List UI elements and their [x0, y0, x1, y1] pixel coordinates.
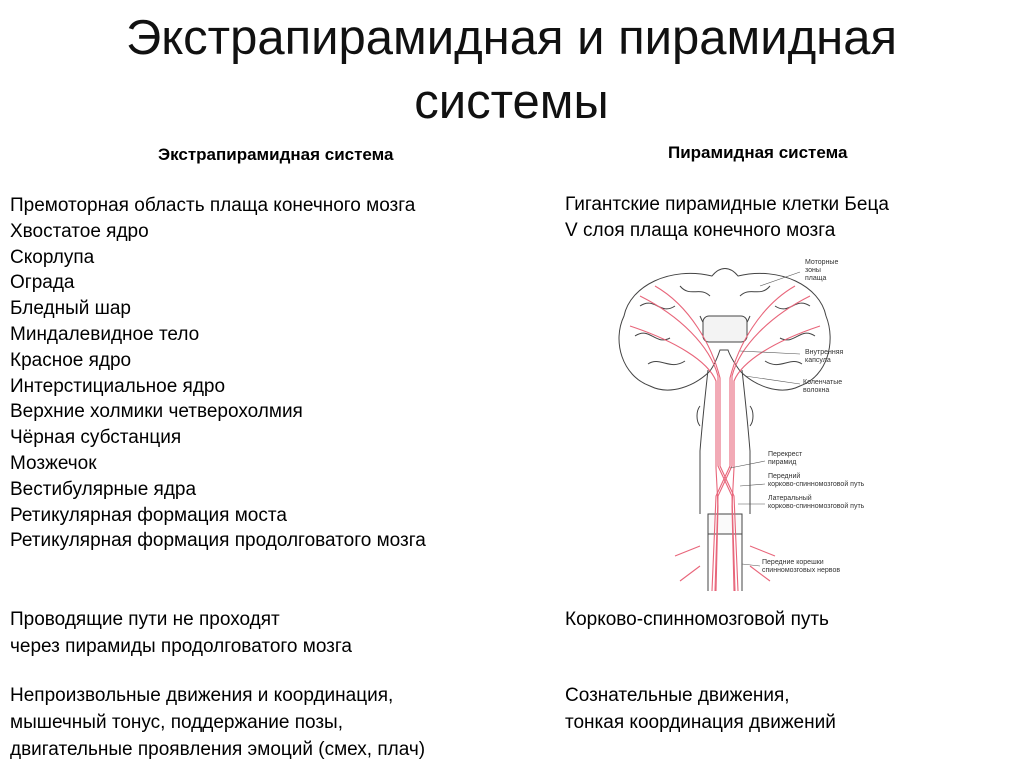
list-item: Красное ядро [10, 349, 132, 371]
list-item: Вестибулярные ядра [10, 478, 197, 500]
pyramidal-header: Пирамидная система [668, 143, 848, 162]
thalamus [702, 315, 748, 343]
label-anterior-tract: корково-спинномозговой путь [768, 480, 865, 488]
label-decussation: Перекрест [768, 451, 803, 458]
title-line-1: Экстрапирамидная и пирамидная [125, 11, 898, 65]
list-item: Миндалевидное тело [10, 323, 200, 345]
spinal-cord-top [707, 513, 743, 535]
list-item: Интерстициальное ядро [10, 375, 226, 397]
pyramidal-functions-text: Сознательные движения, тонкая координаци… [565, 682, 836, 736]
pathways-line: через пирамиды продолговатого мозга [10, 636, 352, 657]
label-anterior-tract: Передний [768, 472, 800, 480]
label-motor-zones: Моторные [805, 259, 838, 266]
label-anterior-roots: Передние корешки [762, 559, 824, 566]
label-internal-capsule: капсула [805, 357, 831, 364]
label-peduncles: Коленчатые [803, 379, 842, 386]
pons-outline [696, 405, 754, 427]
list-item: Ограда [10, 272, 75, 294]
label-internal-capsule: Внутренняя [805, 349, 844, 356]
extrapyramidal-header: Экстрапирамидная система [158, 145, 394, 164]
functions-line: тонкая координация движений [565, 712, 836, 733]
list-item: Чёрная субстанция [10, 427, 182, 449]
pyramidal-pathway-text: Корково-спинномозговой путь [565, 606, 829, 633]
label-anterior-roots: спинномозговых нервов [762, 567, 840, 574]
title-line-2: системы [414, 75, 609, 129]
list-item: Скорлупа [10, 246, 95, 268]
functions-line: Сознательные движения, [565, 685, 790, 706]
functions-line: мышечный тонус, поддержание позы, [10, 712, 343, 733]
pyramidal-cells-text: Гигантские пирамидные клетки Беца V слоя… [565, 192, 889, 244]
label-lateral-tract: Латеральный [768, 494, 812, 502]
page-title: Экстрапирамидная и пирамидная системы [0, 6, 1023, 134]
extrapyramidal-pathways-text: Проводящие пути не проходят через пирами… [10, 606, 352, 660]
list-item: Премоторная область плаща конечного мозг… [10, 195, 416, 216]
spinal-cord-outline [707, 534, 743, 591]
pyramidal-tracts [629, 285, 821, 591]
pyramidal-cells-line: Гигантские пирамидные клетки Беца [565, 194, 889, 215]
brainstem-outline [699, 369, 751, 514]
list-item: Бледный шар [10, 298, 131, 320]
extrapyramidal-structures-list: Премоторная область плаща конечного мозг… [10, 193, 426, 554]
label-peduncles: волокна [803, 387, 829, 394]
label-leaders [729, 271, 801, 567]
label-motor-zones: зоны [805, 267, 821, 274]
list-item: Мозжечок [10, 452, 97, 474]
list-item: Верхние холмики четверохолмия [10, 401, 303, 423]
extrapyramidal-functions-text: Непроизвольные движения и координация, м… [10, 682, 425, 763]
list-item: Хвостатое ядро [10, 220, 149, 242]
pathways-line: Проводящие пути не проходят [10, 609, 280, 630]
label-motor-zones: плаща [805, 275, 827, 282]
list-item: Ретикулярная формация продолговатого моз… [10, 530, 426, 552]
functions-line: Непроизвольные движения и координация, [10, 685, 394, 706]
list-item: Ретикулярная формация моста [10, 504, 287, 526]
label-decussation: пирамид [768, 459, 796, 466]
cerebrum-outline [618, 268, 831, 391]
pyramidal-cells-line: V слоя плаща конечного мозга [565, 220, 836, 241]
functions-line: двигательные проявления эмоций (смех, пл… [10, 739, 426, 760]
label-lateral-tract: корково-спинномозговой путь [768, 502, 865, 510]
pathway-line: Корково-спинномозговой путь [565, 609, 829, 630]
